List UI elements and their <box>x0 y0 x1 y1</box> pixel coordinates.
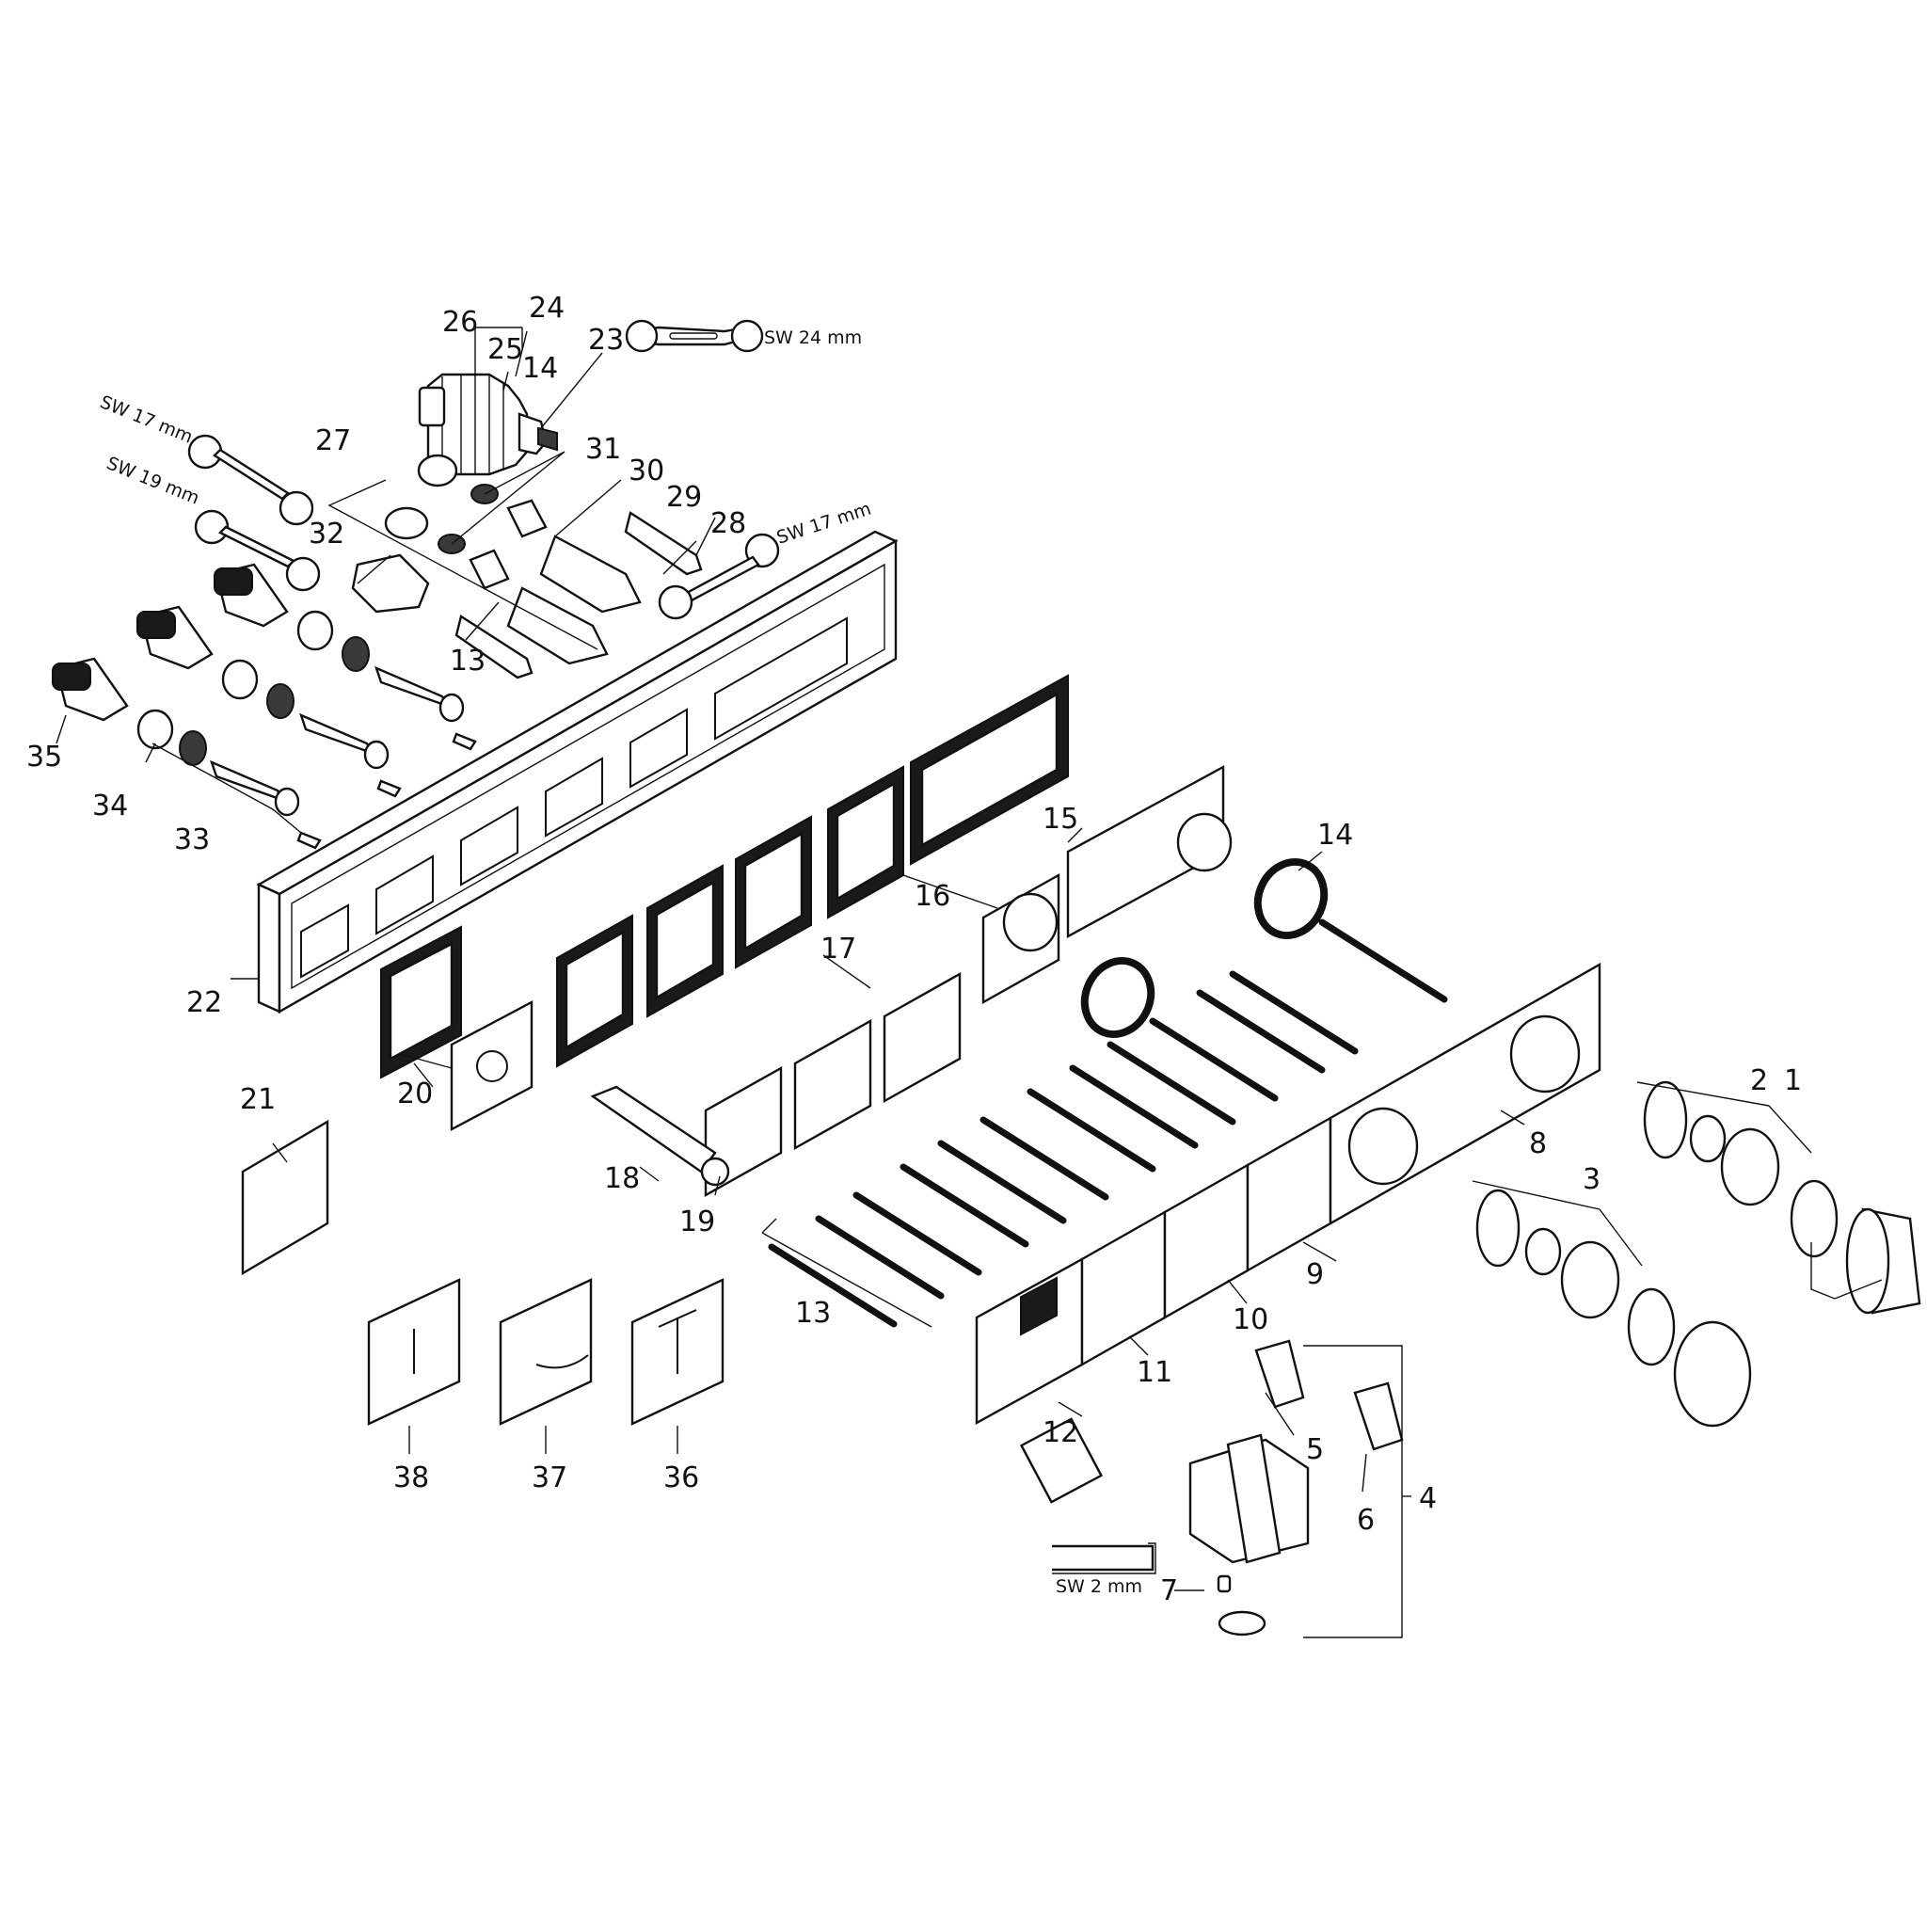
stop-valve-row-3 <box>52 657 322 850</box>
seal-frames <box>380 674 1069 1079</box>
part-label-26: 26 <box>442 306 478 339</box>
diverter-face-plates <box>367 1278 725 1426</box>
extension-sleeve <box>590 1085 730 1187</box>
part-label-31: 31 <box>585 433 621 466</box>
hose-holder-assembly <box>1019 1339 1404 1637</box>
cover-plate-21 <box>241 1119 329 1276</box>
sw17-wrench-top <box>187 434 314 526</box>
part-label-25: 25 <box>487 333 523 366</box>
rough-in-frame <box>256 530 899 1014</box>
screws <box>768 918 1448 1328</box>
part-label-16: 16 <box>915 880 950 913</box>
part-label-7: 7 <box>1160 1574 1178 1607</box>
part-label-2: 2 <box>1750 1064 1768 1097</box>
part-label-21: 21 <box>240 1083 276 1116</box>
part-label-12: 12 <box>1043 1416 1078 1449</box>
part-label-9: 9 <box>1306 1258 1324 1291</box>
part-label-19: 19 <box>679 1206 715 1238</box>
sw19-wrench <box>194 509 321 592</box>
part-label-23: 23 <box>588 324 624 357</box>
part-label-14-upper: 14 <box>522 352 558 385</box>
part-label-10: 10 <box>1233 1303 1268 1336</box>
part-label-33: 33 <box>174 823 210 856</box>
knob-assemblies <box>1475 1080 1921 1428</box>
part-label-28: 28 <box>710 507 746 540</box>
part-label-5: 5 <box>1306 1433 1324 1466</box>
o-ring-upper <box>1253 858 1329 939</box>
wrench-label-sw19: SW 19 mm <box>104 453 202 508</box>
part-label-30: 30 <box>629 455 664 487</box>
part-label-22: 22 <box>186 986 222 1019</box>
valve-parts-group <box>351 454 703 679</box>
part-label-24: 24 <box>529 292 565 325</box>
sw17-wrench-right <box>658 533 780 620</box>
part-label-3: 3 <box>1583 1163 1601 1196</box>
part-label-11: 11 <box>1137 1356 1172 1389</box>
part-label-14-lower: 14 <box>1317 819 1353 852</box>
part-label-29: 29 <box>666 481 702 514</box>
part-label-15: 15 <box>1043 803 1078 836</box>
part-label-17: 17 <box>820 933 856 966</box>
leader-lines <box>56 327 1883 1638</box>
wrench-label-sw24: SW 24 mm <box>764 327 862 348</box>
part-label-13-lower: 13 <box>795 1297 831 1330</box>
part-label-1: 1 <box>1784 1064 1802 1097</box>
part-label-18: 18 <box>604 1162 640 1195</box>
part-label-34: 34 <box>92 790 128 822</box>
part-label-6: 6 <box>1357 1504 1375 1537</box>
stop-valve-row-2 <box>136 605 402 798</box>
part-label-36: 36 <box>663 1461 699 1494</box>
part-label-8: 8 <box>1529 1127 1547 1160</box>
sw24-wrench <box>625 319 764 353</box>
part-label-37: 37 <box>532 1461 567 1494</box>
o-ring-lower <box>1080 957 1155 1038</box>
part-label-35: 35 <box>26 741 62 774</box>
part-label-27: 27 <box>315 424 351 457</box>
part-number-labels: 1 2 3 4 5 6 7 8 9 10 11 12 13 13 14 14 1… <box>26 292 1802 1607</box>
part-label-13-upper: 13 <box>450 645 486 678</box>
wrench-label-sw17-top: SW 17 mm <box>97 391 196 447</box>
stop-valve-row-1 <box>214 563 477 751</box>
part-label-32: 32 <box>309 518 344 551</box>
wrench-label-sw2: SW 2 mm <box>1056 1576 1142 1597</box>
thermostat-cartridge <box>418 373 558 476</box>
finish-plates <box>975 962 1601 1426</box>
part-label-38: 38 <box>393 1461 429 1494</box>
part-label-20: 20 <box>397 1078 433 1110</box>
part-label-4: 4 <box>1419 1482 1437 1515</box>
